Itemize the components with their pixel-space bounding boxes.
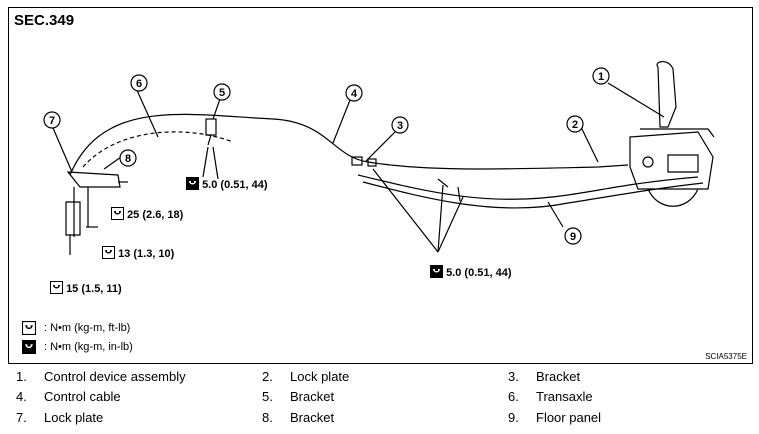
torque-wrench-in-lb-icon xyxy=(430,265,443,278)
transaxle-outline xyxy=(82,131,234,168)
torque-label: 15 (1.5, 11) xyxy=(50,281,122,295)
cable-diagram: 1 2 3 4 5 6 7 8 9 xyxy=(43,61,715,255)
torque-label: 5.0 (0.51, 44) xyxy=(186,177,268,191)
torque-wrench-ft-lb-icon xyxy=(111,207,124,220)
selector-lever xyxy=(656,61,677,128)
torque-label: 13 (1.3, 10) xyxy=(102,246,174,260)
torque-wrench-in-lb-icon xyxy=(22,340,36,354)
callout-number: 5 xyxy=(219,87,225,99)
callout-5 xyxy=(213,83,231,101)
callout-number: 9 xyxy=(570,231,576,243)
floor-panel-line xyxy=(357,174,699,200)
torque-label: 5.0 (0.51, 44) xyxy=(430,265,512,279)
torque-label: 25 (2.6, 18) xyxy=(111,207,183,221)
callout-number: 2 xyxy=(572,119,578,131)
torque-wrench-ft-lb-icon xyxy=(22,321,36,335)
callout-number: 4 xyxy=(351,88,358,100)
callout-1 xyxy=(592,67,610,85)
section-title: SEC.349 xyxy=(14,12,75,29)
callout-number: 8 xyxy=(125,153,131,165)
callout-number: 3 xyxy=(397,120,403,132)
torque-wrench-ft-lb-icon xyxy=(50,281,63,294)
callout-7 xyxy=(43,111,61,129)
diagram-frame xyxy=(8,7,753,364)
callout-9 xyxy=(564,227,582,245)
reference-code: SCIA5375E xyxy=(705,352,747,361)
legend-in-lb: : N•m (kg-m, in-lb) xyxy=(22,340,133,357)
callout-8 xyxy=(119,149,137,167)
parts-list: 1.Control device assembly 2.Lock plate 3… xyxy=(16,369,602,425)
callout-2 xyxy=(566,115,584,133)
torque-wrench-ft-lb-icon xyxy=(102,246,115,259)
control-device-housing xyxy=(629,131,714,190)
callout-6 xyxy=(130,74,148,92)
control-cable xyxy=(69,113,629,176)
callout-number: 1 xyxy=(598,71,604,83)
torque-wrench-in-lb-icon xyxy=(186,177,199,190)
callout-number: 6 xyxy=(136,78,142,90)
legend-ft-lb: : N•m (kg-m, ft-lb) xyxy=(22,321,130,338)
callout-4 xyxy=(345,84,363,102)
callout-3 xyxy=(391,116,409,134)
callout-number: 7 xyxy=(49,115,55,127)
